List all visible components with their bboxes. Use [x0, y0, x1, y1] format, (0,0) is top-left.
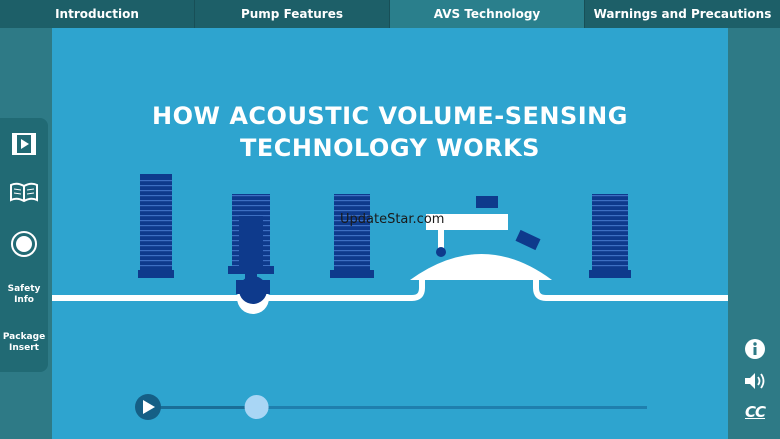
reference-button[interactable] — [0, 176, 48, 208]
safety-info-line2: Info — [14, 295, 34, 305]
player-svg — [135, 394, 647, 420]
play-icon — [143, 400, 155, 414]
left-sidebar: Safety Info Package Insert — [0, 118, 48, 372]
info-icon — [745, 339, 765, 359]
package-insert-line2: Insert — [9, 343, 39, 353]
volume-button[interactable] — [738, 370, 772, 392]
avs-illustration — [52, 174, 728, 314]
title-line-1: HOW ACOUSTIC VOLUME-SENSING — [152, 102, 628, 130]
progress-track — [159, 406, 647, 409]
package-insert-button[interactable]: Package Insert — [0, 330, 48, 356]
title-line-2: TECHNOLOGY WORKS — [240, 134, 540, 162]
spring-1 — [138, 174, 174, 278]
media-player — [135, 394, 647, 422]
tab-warnings-and-precautions[interactable]: Warnings and Precautions — [593, 7, 772, 21]
watermark-text: UpdateStar.com — [340, 212, 445, 227]
info-button[interactable] — [738, 338, 772, 360]
tab-introduction[interactable]: Introduction — [0, 0, 195, 28]
tab-pump-features[interactable]: Pump Features — [195, 0, 390, 28]
video-play-icon — [12, 133, 36, 155]
animation-stage: HOW ACOUSTIC VOLUME-SENSING TECHNOLOGY W… — [52, 28, 728, 439]
package-insert-label: Package Insert — [3, 332, 45, 354]
package-insert-line1: Package — [2, 332, 46, 342]
open-book-icon — [10, 182, 38, 203]
top-navigation: Introduction Pump Features AVS Technolog… — [0, 0, 780, 28]
spring-3 — [330, 194, 374, 278]
captions-button[interactable]: CC — [738, 400, 772, 424]
safety-info-button[interactable]: Safety Info — [0, 282, 48, 308]
fluid-channel — [52, 276, 728, 314]
progress-knob — [244, 395, 269, 419]
spring-2 — [228, 194, 274, 288]
safety-info-label: Safety Info — [8, 284, 41, 306]
speaker-icon — [745, 373, 765, 389]
valve-assembly — [410, 196, 552, 280]
spring-4 — [589, 194, 631, 278]
video-button[interactable] — [0, 128, 48, 160]
tab-avs-technology[interactable]: AVS Technology — [390, 0, 585, 28]
safety-info-line1: Safety — [7, 284, 41, 294]
progress-fill — [159, 406, 257, 409]
globe-icon — [11, 231, 37, 257]
closed-captions-icon: CC — [744, 403, 766, 421]
globe-button[interactable] — [0, 228, 48, 260]
